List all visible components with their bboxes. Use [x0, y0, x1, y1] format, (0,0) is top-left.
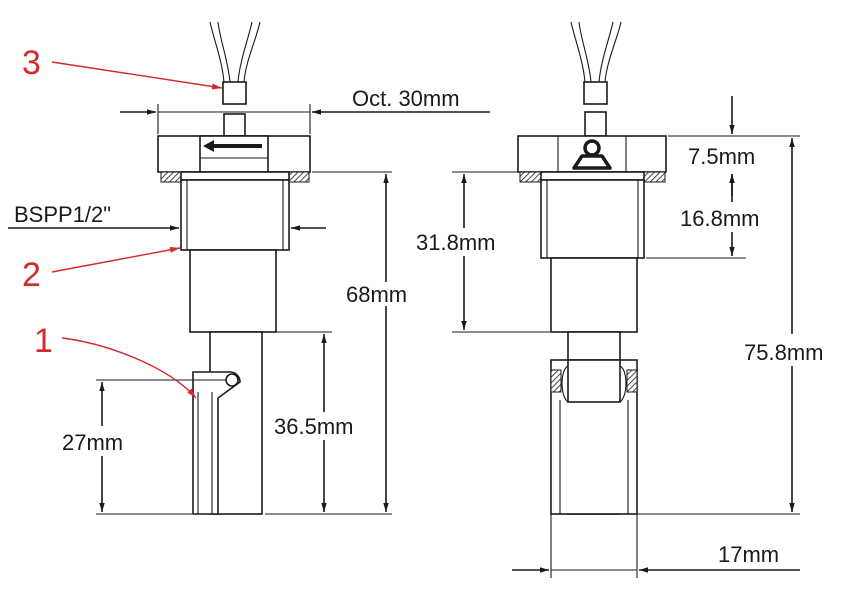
- callout-1: 1: [34, 322, 53, 360]
- thread-lip-left: [180, 171, 290, 181]
- dim-thread: BSPP1/2": [14, 202, 111, 227]
- right-view: [517, 21, 667, 515]
- callout-3: 3: [22, 44, 41, 82]
- seal-ring-left-b: [286, 171, 310, 183]
- dim-hex-width: Oct. 30mm: [352, 86, 460, 111]
- thread-section-left: [180, 179, 290, 251]
- seal-ring-right-a: [519, 171, 543, 183]
- seal-ring-left-a: [160, 171, 184, 183]
- thread-section-right: [540, 179, 645, 259]
- seal-ring-right-b: [642, 171, 666, 183]
- cable-stem-left: [223, 113, 246, 137]
- cable-wires-left: [209, 21, 261, 83]
- dim-total-height-right: 75.8mm: [744, 340, 823, 365]
- dim-head-height: 7.5mm: [688, 144, 755, 169]
- right-dimensions: 7.5mm 16.8mm 31.8mm 75.8mm 17mm: [416, 96, 823, 578]
- cable-stem-right: [584, 111, 607, 137]
- left-view: [157, 21, 311, 515]
- dim-float-width: 17mm: [718, 542, 779, 567]
- float-seal-a: [550, 369, 562, 393]
- cable-jacket-right: [583, 81, 608, 105]
- dim-body-height: 31.8mm: [416, 230, 495, 255]
- float-pivot: [225, 373, 239, 387]
- callout-2: 2: [22, 256, 41, 294]
- float-arm-left: [192, 371, 241, 515]
- magnet-symbol-icon: [572, 139, 612, 170]
- dim-thread-length: 16.8mm: [680, 206, 759, 231]
- direction-arrow-icon: [203, 140, 262, 152]
- hex-face-left: [199, 135, 269, 173]
- thread-lip-right: [540, 171, 645, 181]
- housing-body-right: [550, 257, 638, 333]
- callouts: 3 2 1: [22, 44, 223, 399]
- cable-wires-right: [570, 21, 622, 83]
- dim-total-height-left: 68mm: [346, 282, 407, 307]
- left-dimensions: Oct. 30mm BSPP1/2" 68mm 36.5mm 27mm: [8, 86, 490, 515]
- cable-jacket-left: [222, 81, 247, 105]
- float-magnet: [567, 359, 621, 403]
- float-seal-b: [626, 369, 638, 393]
- dim-stem-height: 36.5mm: [274, 414, 353, 439]
- dim-float-height: 27mm: [62, 430, 123, 455]
- housing-body-left: [189, 249, 277, 333]
